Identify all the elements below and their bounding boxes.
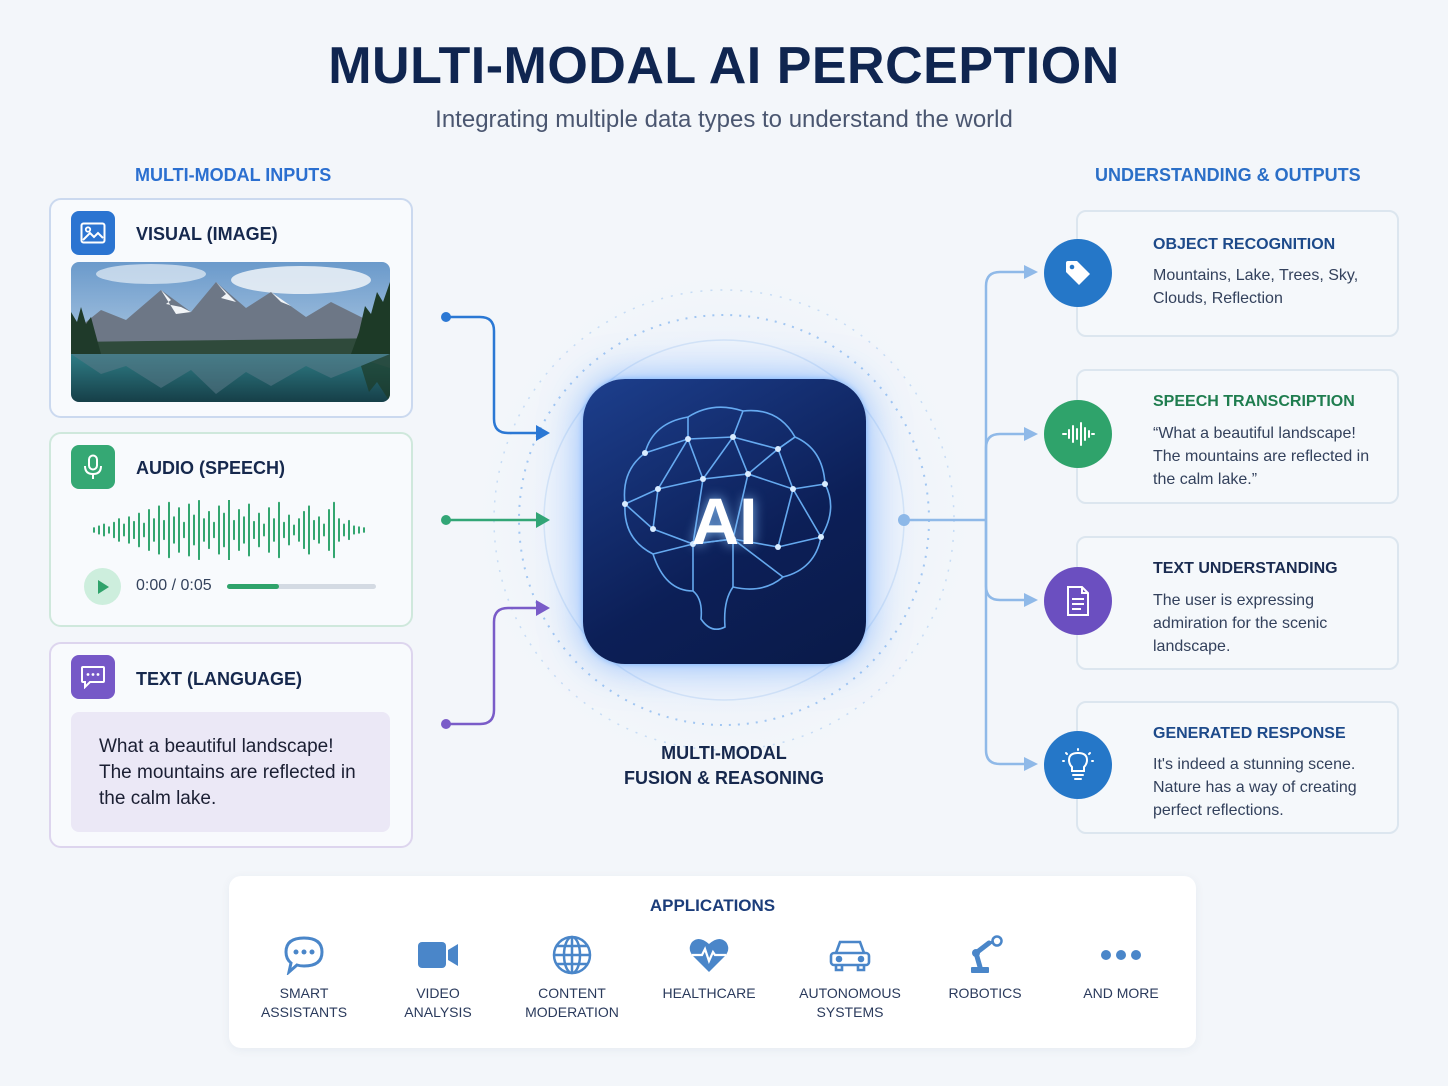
- outputs-heading: UNDERSTANDING & OUTPUTS: [1095, 165, 1361, 185]
- audio-label: AUDIO (SPEECH): [136, 458, 286, 478]
- page-subtitle: Integrating multiple data types to under…: [435, 106, 1013, 133]
- heart-pulse-icon: [641, 934, 777, 976]
- video-camera-icon: [370, 934, 506, 976]
- document-icon: [1044, 567, 1112, 635]
- play-button[interactable]: [84, 568, 121, 605]
- car-icon: [782, 934, 918, 976]
- fusion-label: MULTI-MODAL FUSION & REASONING: [574, 741, 874, 791]
- brain-icon: [622, 406, 832, 630]
- output-title-speech-transcription: SPEECH TRANSCRIPTION: [1153, 393, 1355, 410]
- image-icon: [71, 211, 115, 255]
- output-card-object-recognition: [1076, 210, 1399, 337]
- app-video-analysis[interactable]: VIDEO ANALYSIS: [370, 934, 506, 1022]
- app-robotics[interactable]: ROBOTICS: [917, 934, 1053, 1003]
- app-label-line2: SYSTEMS: [816, 1004, 884, 1020]
- app-label-line1: HEALTHCARE: [662, 985, 756, 1001]
- audio-progress-track[interactable]: [227, 584, 376, 589]
- app-content-moderation[interactable]: CONTENT MODERATION: [504, 934, 640, 1022]
- landscape-image[interactable]: [71, 262, 390, 402]
- app-label-line1: CONTENT: [538, 985, 606, 1001]
- output-desc-text-understanding: The user is expressing admiration for th…: [1153, 592, 1328, 655]
- visual-connector: [446, 315, 538, 435]
- app-label-line2: MODERATION: [525, 1004, 619, 1020]
- text-input-content: What a beautiful landscape! The mountain…: [71, 712, 390, 832]
- chat-bubble-icon: [236, 934, 372, 976]
- app-and-more[interactable]: AND MORE: [1053, 934, 1189, 1003]
- ai-core[interactable]: AI: [583, 379, 866, 664]
- audio-time: 0:00 / 0:05: [136, 577, 212, 594]
- audio-progress-fill: [227, 584, 280, 589]
- output-title-text-understanding: TEXT UNDERSTANDING: [1153, 560, 1338, 577]
- output-desc-generated-response: It's indeed a stunning scene. Nature has…: [1153, 756, 1357, 819]
- fusion-label-line2: FUSION & REASONING: [623, 768, 824, 788]
- app-autonomous-systems[interactable]: AUTONOMOUS SYSTEMS: [782, 934, 918, 1022]
- page-title: MULTI-MODAL AI PERCEPTION: [328, 37, 1120, 95]
- output-card-generated-response: [1076, 701, 1399, 834]
- play-icon: [97, 579, 109, 594]
- app-label-line1: SMART: [279, 985, 329, 1001]
- app-label-line2: ASSISTANTS: [260, 1004, 348, 1020]
- output-card-text-understanding: [1076, 536, 1399, 670]
- lightbulb-icon: [1044, 731, 1112, 799]
- tag-icon: [1044, 239, 1112, 307]
- more-dots-icon: [1053, 934, 1189, 976]
- app-healthcare[interactable]: HEALTHCARE: [641, 934, 777, 1003]
- visual-label: VISUAL (IMAGE): [136, 224, 278, 244]
- microphone-icon: [71, 445, 115, 489]
- app-label-line1: ROBOTICS: [948, 985, 1022, 1001]
- app-label-line2: ANALYSIS: [404, 1004, 472, 1020]
- app-smart-assistants[interactable]: SMART ASSISTANTS: [236, 934, 372, 1022]
- app-label-line1: AUTONOMOUS: [799, 985, 901, 1001]
- applications-panel: APPLICATIONS SMART ASSISTANTS VIDEO ANALYS…: [229, 876, 1196, 1048]
- applications-title: APPLICATIONS: [649, 896, 776, 915]
- ai-badge: AI: [691, 484, 758, 558]
- globe-icon: [504, 934, 640, 976]
- robot-arm-icon: [917, 934, 1053, 976]
- output-desc-object-recognition: Mountains, Lake, Trees, Sky, Clouds, Ref…: [1153, 267, 1359, 307]
- output-desc-speech-transcription: “What a beautiful landscape! The mountai…: [1153, 425, 1370, 488]
- fusion-label-line1: MULTI-MODAL: [661, 743, 787, 763]
- app-label-line1: VIDEO: [416, 985, 460, 1001]
- output-title-generated-response: GENERATED RESPONSE: [1153, 725, 1346, 742]
- text-label: TEXT (LANGUAGE): [136, 669, 302, 689]
- app-label-line1: AND MORE: [1083, 985, 1159, 1001]
- waveform-icon: [1044, 400, 1112, 468]
- chat-icon: [71, 655, 115, 699]
- inputs-heading: MULTI-MODAL INPUTS: [135, 165, 332, 185]
- audio-waveform: [93, 500, 365, 560]
- output-title-object-recognition: OBJECT RECOGNITION: [1153, 236, 1336, 253]
- output-card-speech-transcription: [1076, 369, 1399, 504]
